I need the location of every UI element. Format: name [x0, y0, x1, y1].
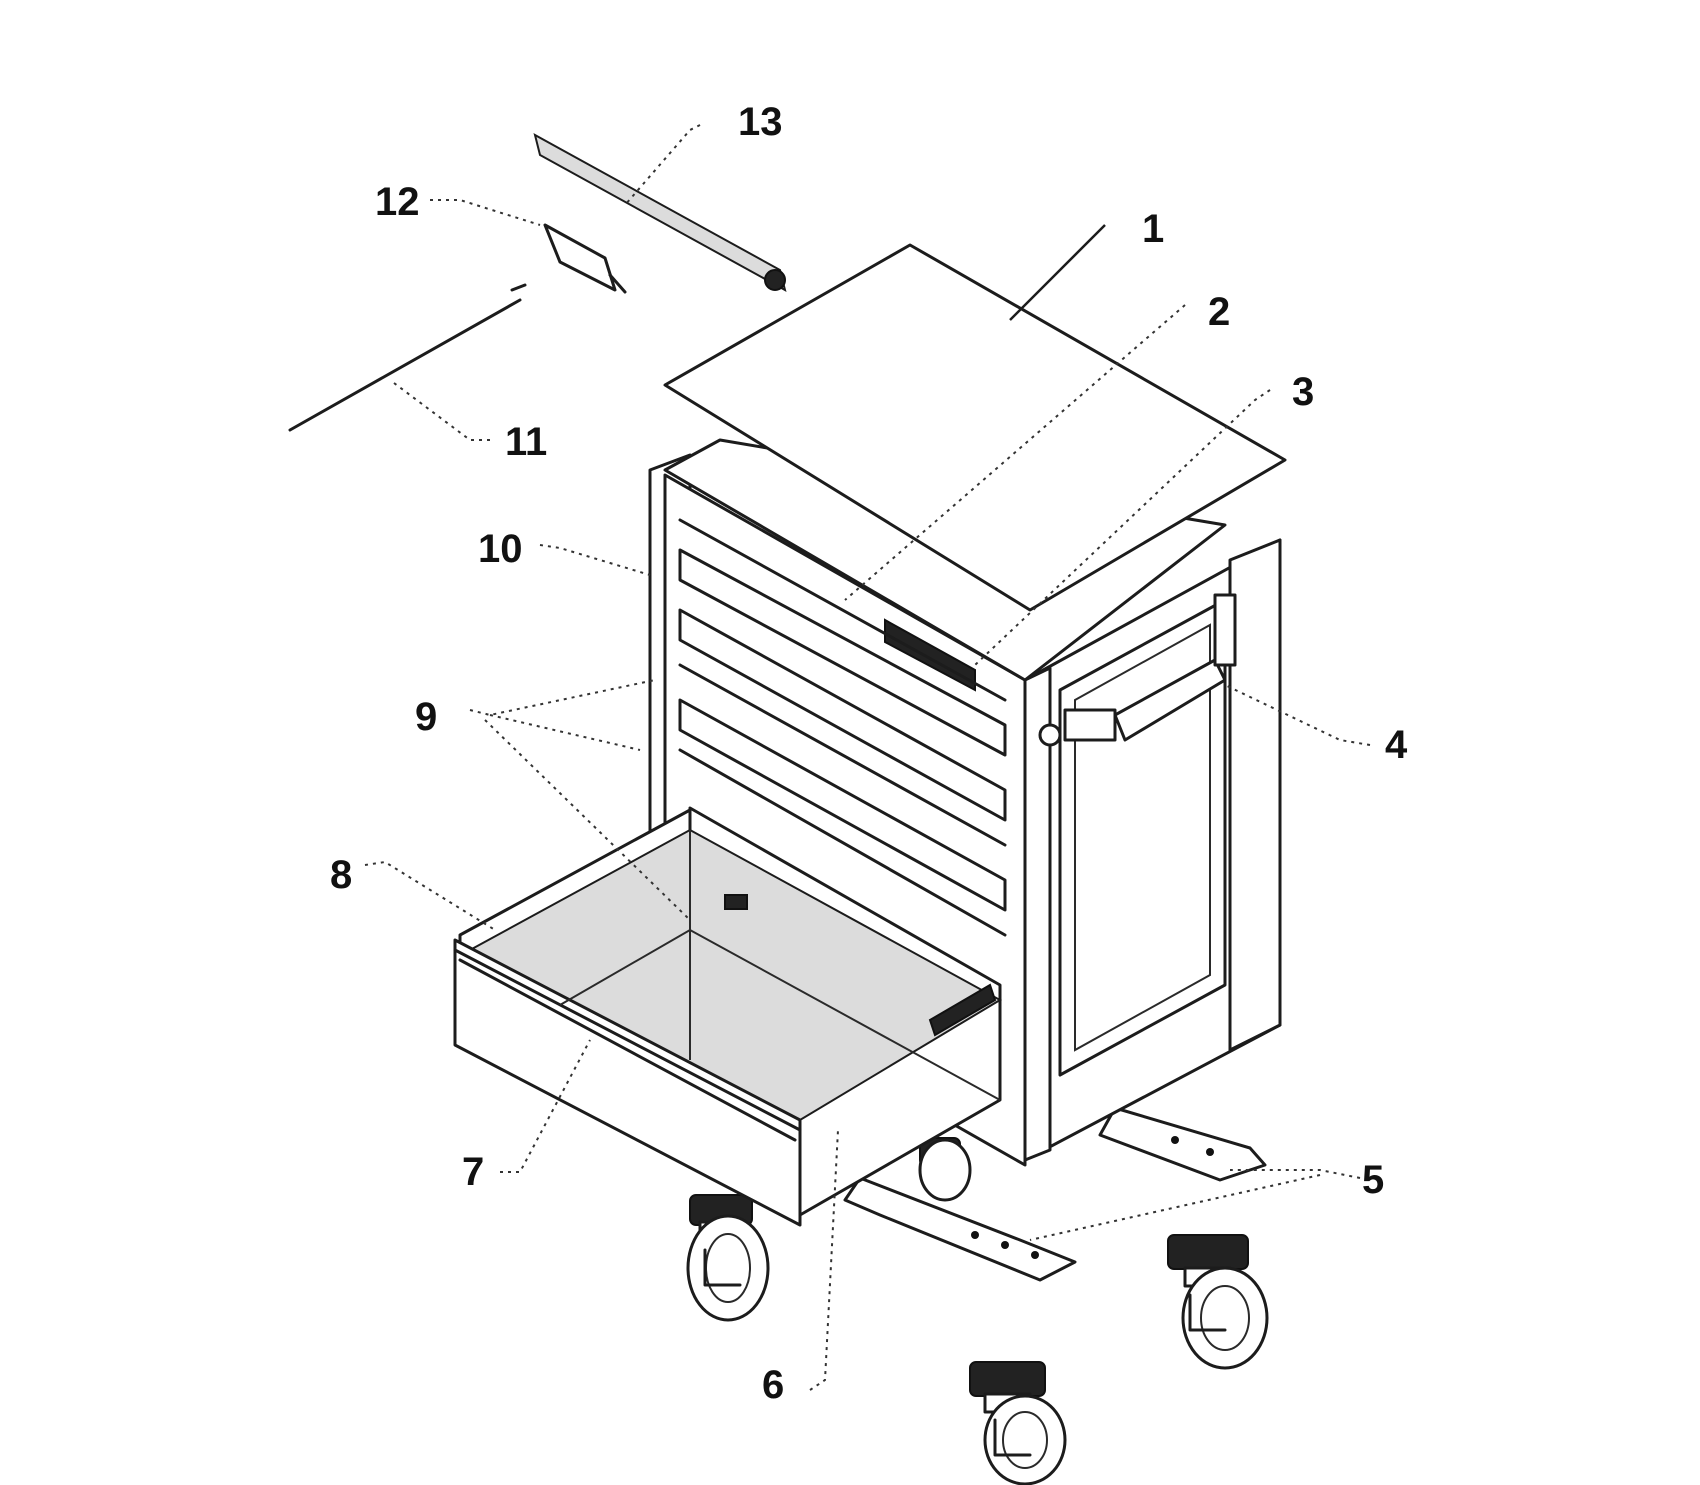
caster-plate-left — [843, 1176, 1077, 1282]
callout-2: 2 — [1208, 290, 1230, 334]
drawer-front-third — [678, 698, 1007, 912]
callout-4: 4 — [1385, 723, 1408, 767]
callout-1: 1 — [1142, 207, 1164, 251]
callout-7: 7 — [462, 1150, 484, 1194]
callout-5: 5 — [1362, 1158, 1384, 1202]
open-drawer — [453, 806, 1003, 1227]
callout-10: 10 — [478, 527, 523, 571]
caster-rear-right — [1167, 1234, 1269, 1370]
caster-rear-middle — [969, 1361, 1067, 1485]
callout-9: 9 — [415, 695, 437, 739]
side-handle — [1038, 593, 1237, 747]
callout-11: 11 — [505, 420, 547, 464]
rod-part-11 — [288, 283, 527, 432]
worktop-panel — [663, 243, 1287, 612]
drawer-slide-rails — [678, 518, 1007, 937]
leader-lines — [364, 124, 1371, 1391]
callout-12: 12 — [375, 180, 420, 224]
callout-6: 6 — [762, 1363, 784, 1407]
callout-8: 8 — [330, 853, 352, 897]
drawer-front-second — [678, 608, 1007, 822]
callout-3: 3 — [1292, 370, 1314, 414]
rail-part-13 — [533, 133, 787, 292]
caster-plate-right — [1098, 1106, 1267, 1182]
callout-13: 13 — [738, 100, 783, 144]
caster-front-right — [918, 1137, 972, 1202]
caster-front-left — [686, 1194, 770, 1322]
bracket-part-12 — [543, 223, 627, 294]
callout-labels: 1 2 3 4 5 6 7 8 9 10 11 12 13 — [330, 100, 1408, 1407]
